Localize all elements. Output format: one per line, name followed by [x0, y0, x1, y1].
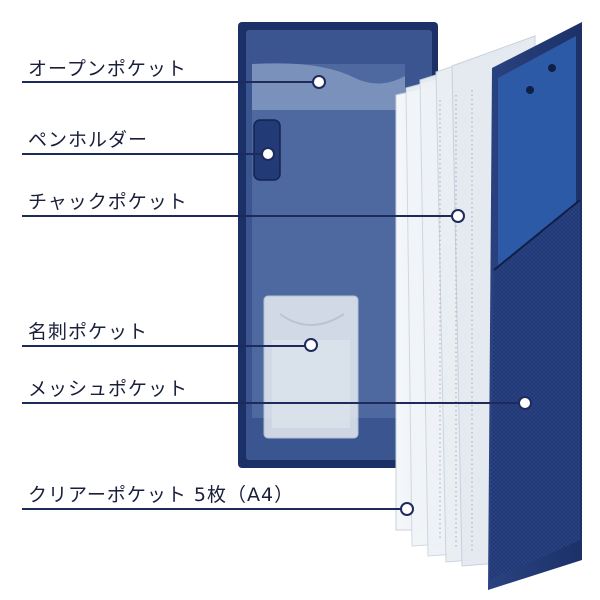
card-pocket-sleeve: [263, 295, 359, 439]
dot-mesh-pocket: [518, 396, 532, 410]
binder-right-cover: [488, 22, 582, 590]
leader-line-open-pocket: [22, 81, 319, 83]
dot-card-pocket: [304, 338, 318, 352]
label-mesh-pocket: メッシュポケット: [28, 378, 189, 400]
dot-pen-holder: [261, 147, 275, 161]
label-zipper-pocket: チャックポケット: [28, 191, 188, 213]
leader-line-clear-pocket: [22, 508, 407, 510]
label-open-pocket: オープンポケット: [28, 58, 187, 80]
label-card-pocket: 名刺ポケット: [28, 321, 149, 343]
leader-line-pen-holder: [22, 153, 267, 155]
label-clear-pocket: クリアーポケット 5枚（A4）: [28, 484, 295, 506]
dot-clear-pocket: [400, 502, 414, 516]
leader-line-card-pocket: [22, 345, 310, 347]
leader-line-mesh-pocket: [22, 402, 525, 404]
dot-open-pocket: [312, 75, 326, 89]
label-pen-holder: ペンホルダー: [28, 129, 149, 151]
dot-zipper-pocket: [451, 209, 465, 223]
leader-line-zipper-pocket: [22, 215, 458, 217]
